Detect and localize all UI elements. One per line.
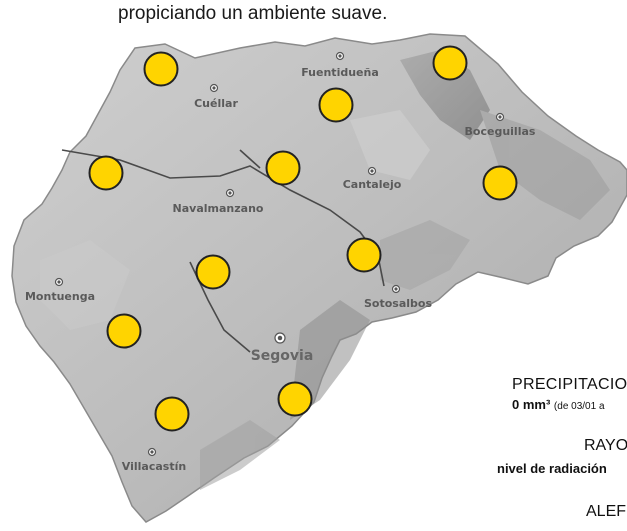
- town-dot-center: [228, 191, 232, 195]
- town-boceguillas: Boceguillas: [465, 112, 536, 138]
- sun-icon: [277, 381, 313, 417]
- town-dot-center: [212, 86, 216, 90]
- precipitation-value: 0 mm³ (de 03/01 a: [512, 397, 605, 412]
- town-cuellar: Cuéllar: [194, 83, 238, 110]
- sun-icons: [88, 45, 518, 432]
- town-villacastin: Villacastín: [122, 447, 186, 473]
- town-label: Sotosalbos: [364, 297, 432, 310]
- terrain-relief: [40, 50, 610, 490]
- sun-icon: [154, 396, 190, 432]
- town-label: Boceguillas: [465, 125, 536, 138]
- radiation-label: nivel de radiación: [497, 461, 607, 476]
- sun-icon: [318, 87, 354, 123]
- town-sotosalbos: Sotosalbos: [364, 284, 432, 310]
- town-label: Cantalejo: [343, 178, 402, 191]
- town-dot-center: [277, 335, 283, 341]
- town-dot-center: [57, 280, 61, 284]
- sun-icon: [265, 150, 301, 186]
- town-fuentiduena: Fuentidueña: [301, 51, 379, 79]
- town-label: Cuéllar: [194, 97, 238, 110]
- precipitation-amount: 0 mm³: [512, 397, 551, 412]
- town-label: Montuenga: [25, 290, 95, 303]
- town-cantalejo: Cantalejo: [343, 166, 402, 191]
- town-dot-center: [338, 54, 342, 58]
- precipitation-title: PRECIPITACIO: [512, 376, 627, 393]
- sun-icon: [143, 51, 179, 87]
- rayos-title: RAYO: [584, 437, 627, 454]
- town-label: Fuentidueña: [301, 66, 379, 79]
- town-label: Navalmanzano: [173, 202, 264, 215]
- town-label: Segovia: [251, 348, 314, 364]
- town-navalmanzano: Navalmanzano: [173, 188, 264, 215]
- alertas-title: ALEF: [586, 503, 627, 520]
- town-segovia: Segovia: [251, 332, 314, 364]
- town-montuenga: Montuenga: [25, 277, 95, 303]
- town-dot-center: [150, 450, 154, 454]
- sun-icon: [195, 254, 231, 290]
- sun-icon: [432, 45, 468, 81]
- town-dot-center: [394, 287, 398, 291]
- town-markers: FuentidueñaCuéllarBoceguillasCantalejoNa…: [25, 51, 536, 473]
- town-dot-center: [498, 115, 502, 119]
- precipitation-note: (de 03/01 a: [553, 401, 605, 412]
- sun-icon: [88, 155, 124, 191]
- town-label: Villacastín: [122, 460, 186, 473]
- sun-icon: [106, 313, 142, 349]
- town-dot-center: [370, 169, 374, 173]
- sun-icon: [346, 237, 382, 273]
- intro-text: propiciando un ambiente suave.: [118, 3, 388, 24]
- sun-icon: [482, 165, 518, 201]
